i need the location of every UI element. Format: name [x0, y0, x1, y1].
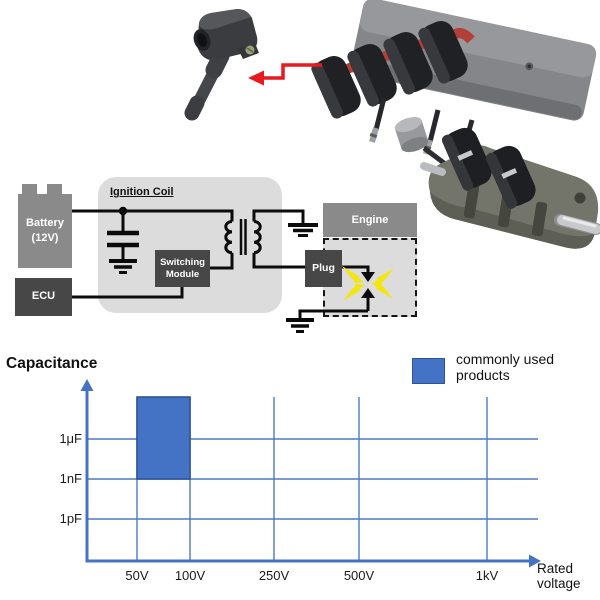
plug-box: Plug — [305, 250, 342, 287]
engine-label: Engine — [351, 214, 389, 226]
module-label: Module — [165, 268, 200, 280]
engine-section-3d — [420, 127, 600, 249]
puck-3d — [394, 117, 429, 153]
y-tick-1nF: 1nF — [59, 471, 82, 486]
plug-label: Plug — [312, 261, 335, 274]
single-coil-3d — [184, 9, 259, 121]
plug-out-wire — [342, 265, 370, 273]
ecu-box: ECU — [15, 278, 72, 316]
chart-y-axis-title: Capacitance — [6, 355, 98, 372]
legend-swatch — [412, 358, 445, 384]
y-axis-arrow-icon — [80, 379, 94, 391]
battery-wire — [72, 209, 234, 222]
ecu-wire — [72, 287, 184, 299]
coil-heads — [311, 21, 468, 119]
primary-bottom-wire — [210, 252, 234, 270]
ignition-coil-label: Ignition Coil — [110, 186, 174, 198]
secondary-bottom-wire — [252, 252, 305, 269]
primary-coil — [224, 220, 233, 255]
chart-plot — [80, 379, 541, 568]
legend-label: commonly used products — [456, 351, 555, 384]
axes — [85, 390, 531, 563]
spark-arrow-up — [361, 288, 375, 298]
coil-pack-3d — [311, 0, 600, 249]
battery-voltage-label: (12V) — [31, 232, 59, 244]
x-tick-250V: 250V — [258, 568, 290, 583]
ecu-label: ECU — [31, 290, 56, 303]
switching-module-box: Switching Module — [155, 250, 210, 287]
secondary-coil — [253, 220, 262, 255]
ground-symbol-secondary — [288, 223, 318, 237]
y-tick-1pF: 1pF — [59, 511, 82, 526]
switching-label: Switching — [160, 256, 205, 268]
x-tick-100V: 100V — [174, 568, 206, 583]
spark-flash-icon — [342, 266, 394, 301]
highlight-region — [136, 396, 191, 480]
battery-box: Battery (12V) — [18, 194, 72, 268]
x-tick-500V: 500V — [343, 568, 375, 583]
battery-label: Battery — [26, 217, 64, 230]
ground-symbol-capacitor — [109, 259, 137, 274]
x-axis-arrow-icon — [529, 554, 541, 568]
exploded-arrow-icon — [248, 63, 322, 86]
secondary-top-wire — [252, 209, 305, 224]
chart-x-axis-title: Rated voltage — [537, 561, 581, 591]
capacitor-symbol — [107, 230, 139, 248]
engine-box: Engine — [323, 203, 417, 237]
x-tick-50V: 50V — [125, 568, 149, 583]
battery-terminal — [47, 184, 62, 196]
return-wire — [298, 309, 368, 319]
ground-symbol-return — [286, 318, 314, 333]
y-tick-1uF: 1μF — [59, 431, 82, 446]
spark-gap — [342, 266, 394, 301]
spark-arrow-down — [361, 272, 375, 282]
x-tick-1kV: 1kV — [475, 568, 499, 583]
battery-terminal — [22, 184, 37, 196]
transformer-symbol — [224, 219, 262, 255]
junction-dot — [118, 206, 128, 216]
